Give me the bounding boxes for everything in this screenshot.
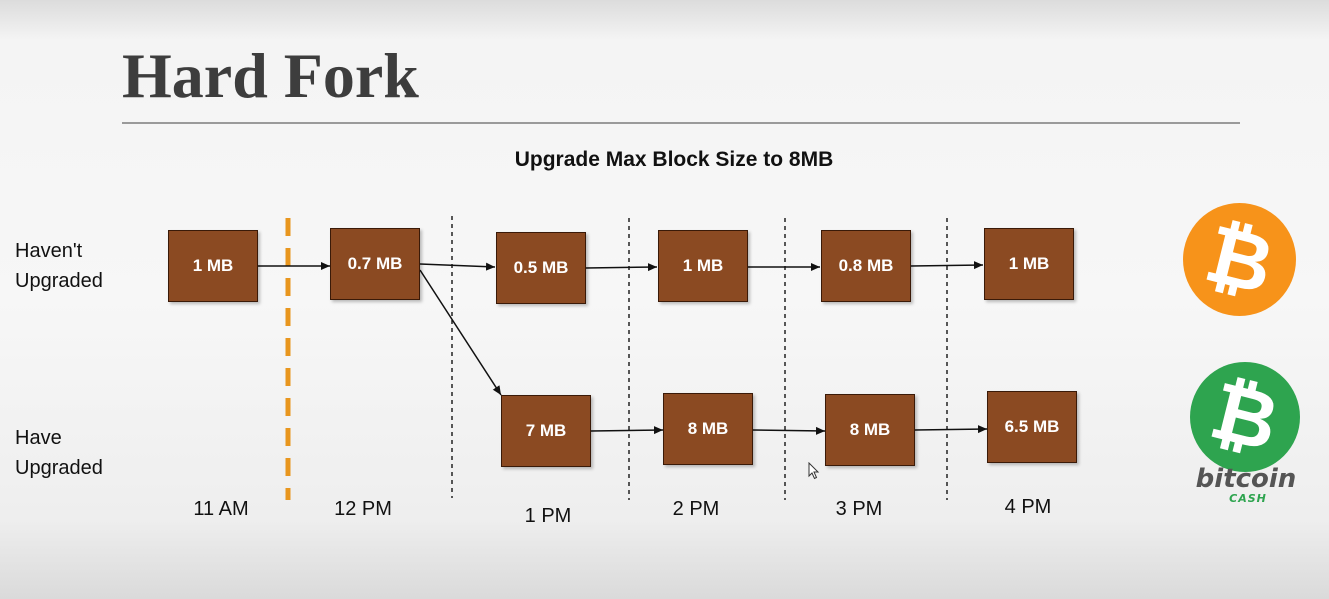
block-upgraded: 8 MB [825, 394, 915, 466]
block-not-upgraded: 0.5 MB [496, 232, 586, 304]
chain-arrow [419, 262, 496, 271]
time-label: 1 PM [524, 505, 572, 527]
block-not-upgraded: 0.8 MB [821, 230, 911, 302]
row-label-upgraded-line2: Upgraded [15, 457, 103, 479]
time-label: 11 AM [193, 498, 249, 520]
time-label: 12 PM [334, 498, 392, 520]
block-not-upgraded: 1 MB [984, 228, 1074, 300]
bitcoin-icon: ₿ [1183, 203, 1296, 316]
chain-arrow [914, 425, 988, 434]
title-divider [122, 122, 1240, 124]
chain-arrow [752, 426, 826, 435]
row-label-not-upgraded: Haven't Upgraded [15, 236, 103, 296]
bitcoin-cash-wordmark: bitcoin [1195, 464, 1297, 494]
block-not-upgraded: 0.7 MB [330, 228, 420, 300]
block-upgraded: 6.5 MB [987, 391, 1077, 463]
block-upgraded: 8 MB [663, 393, 753, 465]
row-label-not-upgraded-line2: Upgraded [15, 270, 103, 292]
block-upgraded: 7 MB [501, 395, 591, 467]
row-label-upgraded-line1: Have [15, 427, 62, 449]
time-label: 2 PM [672, 498, 720, 520]
time-label: 4 PM [1004, 496, 1052, 518]
bitcoin-cash-sub-wordmark: CASH [1229, 492, 1267, 505]
mouse-cursor-icon [808, 462, 820, 480]
chain-arrow [585, 263, 658, 272]
block-not-upgraded: 1 MB [658, 230, 748, 302]
block-not-upgraded: 1 MB [168, 230, 258, 302]
row-label-upgraded: Have Upgraded [15, 423, 103, 483]
chain-arrow [910, 261, 984, 270]
fork-arrow [419, 269, 502, 396]
bitcoin-cash-icon: ₿ [1190, 362, 1300, 472]
chain-arrow [590, 426, 664, 435]
time-label: 3 PM [835, 498, 883, 520]
diagram-subtitle: Upgrade Max Block Size to 8MB [514, 148, 834, 171]
row-label-not-upgraded-line1: Haven't [15, 240, 83, 262]
slide-title: Hard Fork [122, 40, 419, 111]
